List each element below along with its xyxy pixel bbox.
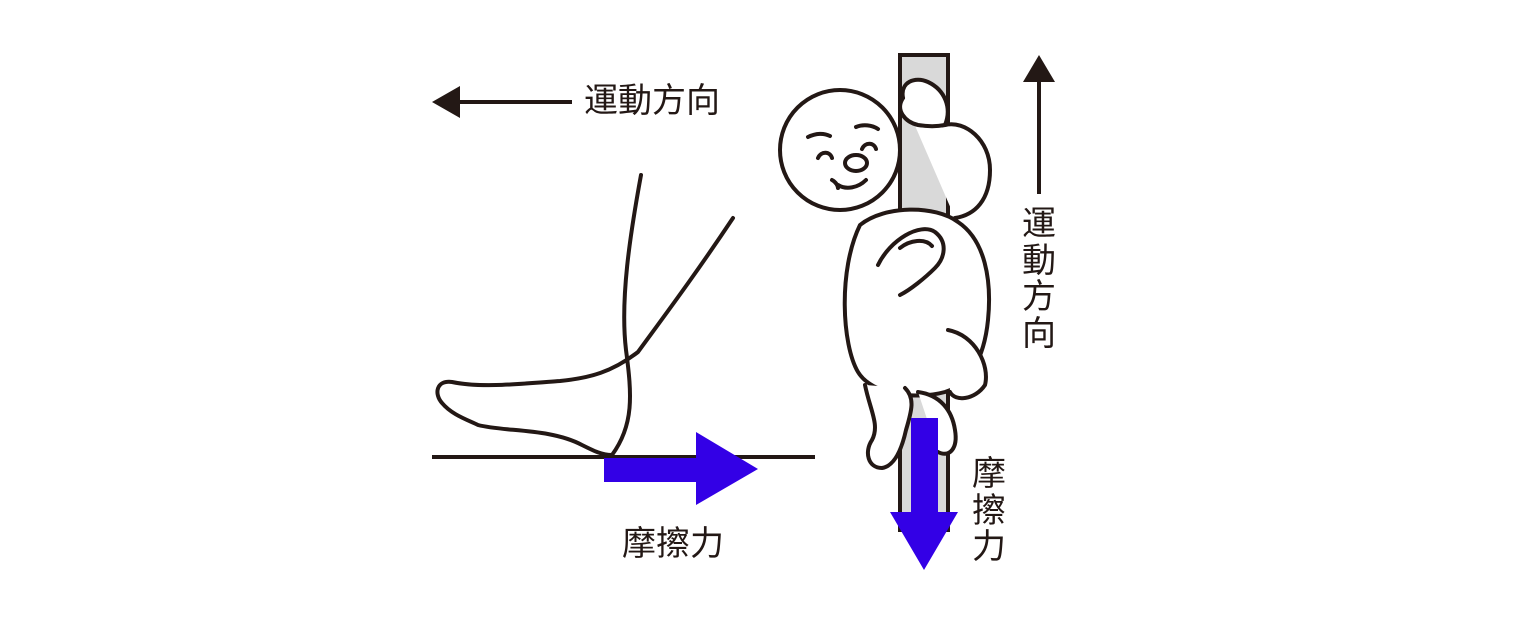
- left-motion-label: 運動方向: [584, 81, 720, 121]
- foot-leg-illustration: [435, 173, 735, 457]
- left-friction-label: 摩擦力: [622, 524, 724, 564]
- right-friction-arrow: [890, 418, 958, 570]
- right-friction-label: 摩擦力: [972, 454, 1006, 568]
- left-motion-arrow: [432, 86, 572, 118]
- right-motion-label: 運動方向: [1022, 204, 1056, 355]
- climber-body: [778, 77, 992, 470]
- left-friction-arrow: [604, 432, 758, 505]
- right-motion-arrow: [1023, 55, 1055, 194]
